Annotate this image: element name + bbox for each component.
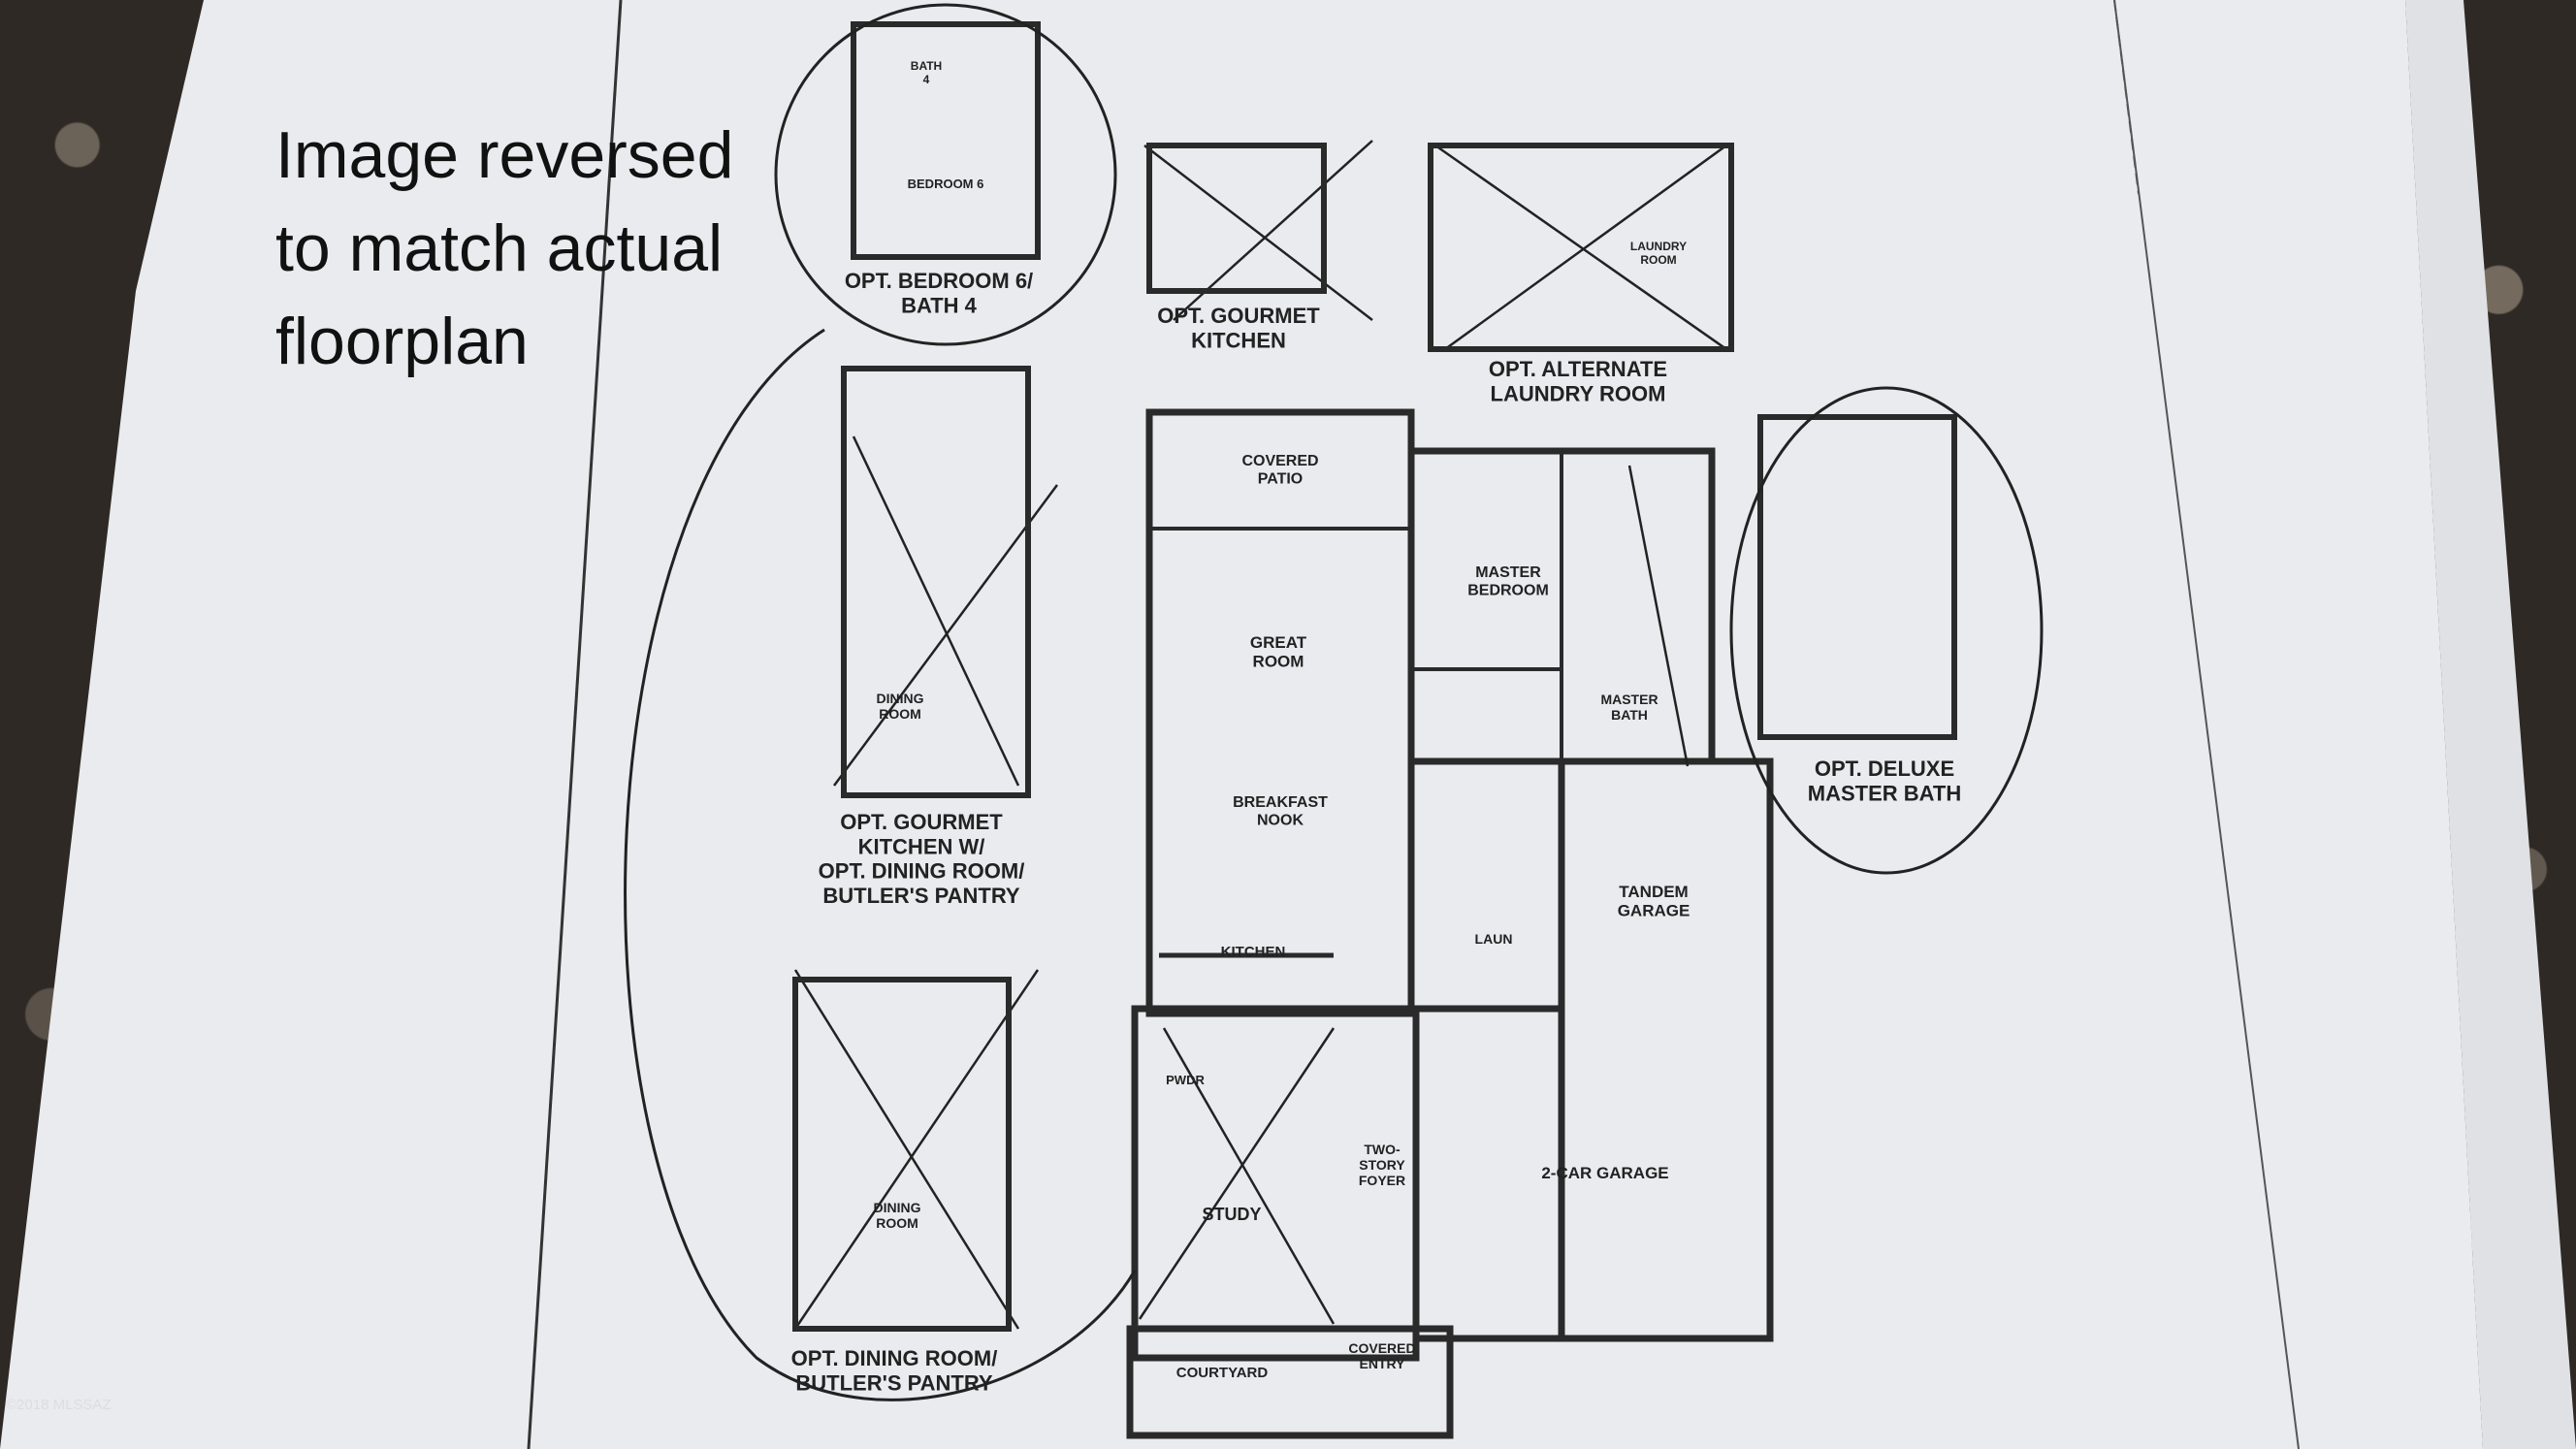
page-border-dash bbox=[2113, 0, 2140, 195]
paper-sheet bbox=[0, 0, 2483, 1449]
room-laun: LAUN bbox=[1475, 931, 1513, 947]
copyright-watermark: ©2018 MLSSAZ bbox=[6, 1397, 112, 1413]
room-pwdr: PWDR bbox=[1166, 1073, 1205, 1087]
paper-edge bbox=[2405, 0, 2576, 1449]
page-border-left bbox=[527, 0, 623, 1449]
room-two-car-garage: 2-CAR GARAGE bbox=[1541, 1164, 1668, 1182]
room-bedroom-6: BEDROOM 6 bbox=[908, 177, 984, 191]
main-floorplan bbox=[1126, 408, 1774, 1439]
room-study: STUDY bbox=[1202, 1205, 1261, 1224]
room-courtyard: COURTYARD bbox=[1176, 1365, 1269, 1381]
label-opt-bedroom6: OPT. BEDROOM 6/BATH 4 bbox=[845, 269, 1033, 317]
label-opt-dining-pantry: OPT. DINING ROOM/BUTLER'S PANTRY bbox=[791, 1346, 998, 1395]
handwritten-note: Image reversed to match actual floorplan bbox=[275, 118, 734, 378]
option-plans bbox=[792, 21, 1957, 1332]
hand-drawn-circles bbox=[624, 3, 2044, 1401]
room-kitchen: KITCHEN bbox=[1221, 944, 1286, 960]
page-border-right bbox=[2113, 0, 2300, 1449]
